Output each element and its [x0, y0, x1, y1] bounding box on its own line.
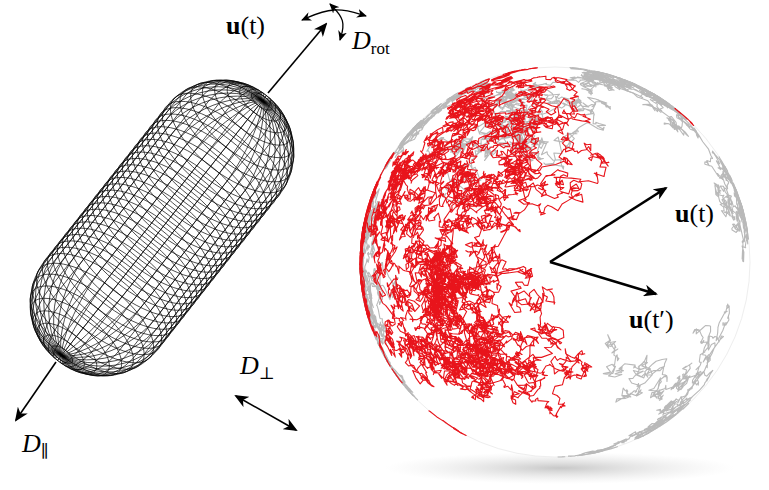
- sphere-shadow: [385, 452, 735, 484]
- sphere-trajectory: [360, 67, 750, 457]
- argument: (t): [240, 11, 265, 40]
- grey-trajectory: [642, 435, 644, 437]
- capsule-meridian: [39, 100, 262, 355]
- rotation-arrow: [302, 10, 366, 20]
- grey-trajectory: [629, 404, 685, 439]
- grey-trajectory: [745, 219, 747, 231]
- argument: (t): [689, 199, 714, 228]
- argument: (t′): [643, 305, 673, 334]
- grey-trajectory: [433, 104, 441, 110]
- capsule-meridian: [62, 101, 263, 367]
- red-trajectory: [360, 221, 365, 277]
- grey-trajectory: [433, 109, 434, 111]
- capsule-meridian: [62, 101, 285, 376]
- vector-label: u(t): [226, 12, 265, 39]
- capsule-meridian: [62, 101, 292, 360]
- red-trajectory: [453, 428, 463, 433]
- symbol: D: [22, 429, 41, 458]
- red-trajectory: [392, 368, 403, 383]
- vector-u-t: [550, 188, 666, 262]
- grey-trajectory: [587, 73, 678, 114]
- red-trajectory: [360, 268, 362, 292]
- subscript: ⊥: [259, 364, 275, 383]
- grey-trajectory: [361, 271, 389, 362]
- sphere-surface: [360, 67, 750, 457]
- red-trajectory: [387, 159, 390, 163]
- grey-trajectory: [395, 372, 413, 396]
- grey-trajectory: [603, 304, 729, 421]
- grey-trajectory: [592, 451, 603, 453]
- vector-u-t-prime: [550, 262, 656, 294]
- red-trajectory: [375, 153, 394, 189]
- arrows: [16, 4, 666, 430]
- vector-symbol: u: [226, 11, 240, 40]
- capsule-meridian: [48, 101, 262, 356]
- capsule-meridian: [30, 90, 262, 355]
- capsule-meridian: [44, 80, 263, 355]
- vector-label: u(t′): [626, 306, 677, 333]
- subscript: ∥: [41, 442, 49, 461]
- capsule-meridian: [43, 101, 262, 356]
- capsule-wireframe: [30, 80, 294, 376]
- capsule-meridian: [62, 101, 281, 356]
- coefficient-label: Drot: [352, 27, 390, 58]
- red-trajectory: [362, 222, 364, 236]
- capsule-meridian: [39, 80, 262, 355]
- red-trajectory: [360, 90, 592, 418]
- capsule-meridian: [31, 87, 263, 356]
- red-trajectory: [440, 70, 609, 220]
- grey-trajectory: [612, 75, 627, 80]
- capsule-meridian: [62, 101, 264, 370]
- capsule-meridian: [62, 101, 281, 376]
- red-trajectory: [369, 321, 390, 366]
- capsule-meridian: [62, 101, 267, 373]
- capsule-meridian: [62, 89, 263, 355]
- capsule-meridian: [53, 101, 262, 358]
- capsule-meridian: [54, 81, 263, 355]
- coefficient-label: D∥: [22, 430, 49, 461]
- perpendicular-diffusion-arrow: [236, 396, 296, 430]
- grey-trajectory: [579, 455, 581, 456]
- subscript: rot: [371, 39, 390, 58]
- red-trajectory: [520, 69, 526, 70]
- red-trajectory: [367, 313, 369, 318]
- capsule-meridian: [62, 101, 289, 374]
- vector-symbol: u: [629, 305, 643, 334]
- coefficient-label: D⊥: [240, 352, 275, 383]
- grey-trajectory: [558, 456, 565, 457]
- capsule-meridian: [35, 82, 262, 355]
- vector-label: u(t): [672, 200, 717, 227]
- parallel-diffusion-arrow: [16, 362, 56, 420]
- red-trajectory: [370, 186, 376, 201]
- red-trajectory: [429, 410, 466, 435]
- red-trajectory: [530, 67, 538, 69]
- rotation-arrow: [330, 4, 343, 40]
- capsule-meridian: [57, 101, 262, 361]
- capsule-meridian: [62, 92, 264, 355]
- grey-trajectory: [406, 120, 422, 137]
- orientation-arrow: [268, 24, 326, 93]
- vector-symbol: u: [675, 199, 689, 228]
- symbol: D: [240, 351, 259, 380]
- grey-trajectory: [412, 123, 418, 130]
- grey-trajectory: [638, 85, 639, 87]
- red-trajectory: [363, 202, 369, 228]
- red-trajectory: [363, 281, 372, 326]
- red-trajectory: [675, 108, 694, 125]
- grey-trajectory: [401, 136, 406, 142]
- capsule-meridian: [58, 83, 263, 355]
- symbol: D: [352, 26, 371, 55]
